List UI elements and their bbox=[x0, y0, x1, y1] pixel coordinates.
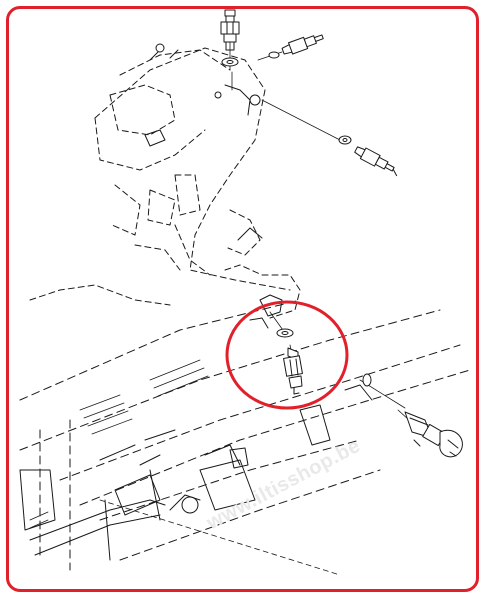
sensor-upper-right bbox=[281, 34, 324, 55]
highlight-circle bbox=[225, 300, 349, 410]
hatching bbox=[29, 359, 209, 529]
image-frame bbox=[6, 6, 479, 592]
sensor-right bbox=[354, 146, 398, 177]
sensor-highlighted bbox=[276, 328, 303, 395]
connector-right bbox=[362, 373, 463, 458]
washer-top bbox=[221, 57, 239, 67]
block-details bbox=[144, 43, 283, 329]
chassis-rails bbox=[19, 299, 471, 571]
sensor-top bbox=[220, 9, 240, 51]
engine-block bbox=[29, 47, 301, 319]
lower-frame bbox=[19, 384, 373, 561]
